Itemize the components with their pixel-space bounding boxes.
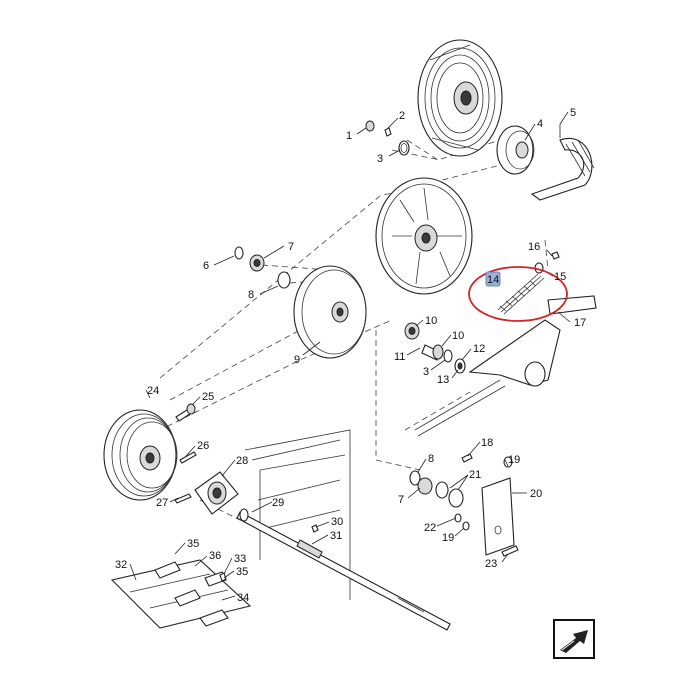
next-page-arrow-icon[interactable]	[553, 619, 595, 659]
label-32: 32	[115, 559, 127, 571]
label-8: 8	[248, 289, 254, 301]
label-9: 9	[294, 354, 300, 366]
label-21: 21	[469, 469, 481, 481]
parts-32-36-screens	[110, 559, 252, 629]
label-14: 14	[487, 274, 499, 286]
label-2: 2	[399, 110, 405, 122]
label-30: 30	[331, 516, 343, 528]
label-19a: 19	[508, 454, 520, 466]
part-28-bearing	[194, 471, 239, 515]
label-28: 28	[236, 455, 248, 467]
part-9-pulley	[293, 265, 367, 359]
parts-18-23	[409, 453, 519, 557]
label-4: 4	[537, 118, 543, 130]
parts-1-2-3	[365, 120, 410, 156]
part-14-spring	[497, 273, 545, 315]
label-10b: 10	[452, 330, 464, 342]
label-13: 13	[437, 374, 449, 386]
parts-6-7-8-left	[234, 246, 291, 289]
parts-10-13-stack	[404, 322, 466, 374]
label-33: 33	[234, 553, 246, 565]
label-8b: 8	[428, 453, 434, 465]
part-24-pulley	[103, 409, 178, 501]
label-15: 15	[554, 271, 566, 283]
label-16: 16	[528, 241, 540, 253]
label-3: 3	[377, 153, 383, 165]
label-36: 36	[209, 550, 221, 562]
label-23: 23	[485, 558, 497, 570]
label-12: 12	[473, 343, 485, 355]
spoked-wheel	[375, 177, 473, 295]
label-7b: 7	[398, 494, 404, 506]
part-30-nut	[311, 524, 319, 533]
part-5-belt	[530, 137, 595, 201]
top-pulley	[417, 39, 503, 157]
part-31-shaft	[236, 508, 451, 631]
label-35b: 35	[236, 566, 248, 578]
label-26: 26	[197, 440, 209, 452]
label-22: 22	[424, 522, 436, 534]
label-14-highlight	[485, 271, 501, 287]
label-11: 11	[394, 351, 405, 363]
label-3b: 3	[423, 366, 429, 378]
label-29: 29	[272, 497, 284, 509]
label-20: 20	[530, 488, 542, 500]
part-4-pulley	[496, 125, 535, 175]
leader-lines	[129, 111, 571, 601]
label-24: 24	[147, 385, 159, 397]
tensioner-arm	[404, 295, 597, 437]
frame-outline	[244, 429, 351, 600]
label-31: 31	[330, 530, 342, 542]
label-10a: 10	[425, 315, 437, 327]
label-6: 6	[203, 260, 209, 272]
label-18: 18	[481, 437, 493, 449]
label-34: 34	[237, 592, 249, 604]
label-19b: 19	[442, 532, 454, 544]
label-35a: 35	[187, 538, 199, 550]
label-1: 1	[346, 130, 352, 142]
label-17: 17	[574, 317, 586, 329]
label-27: 27	[156, 497, 168, 509]
part-labels: 1 2 3 4 5 6 7 8 9 10 10 11 3 12 13 14 15…	[115, 107, 586, 604]
parts-25-26-27	[174, 403, 197, 504]
label-25: 25	[202, 391, 214, 403]
label-5: 5	[570, 107, 576, 119]
label-7: 7	[288, 241, 294, 253]
highlight-ring	[468, 266, 568, 322]
